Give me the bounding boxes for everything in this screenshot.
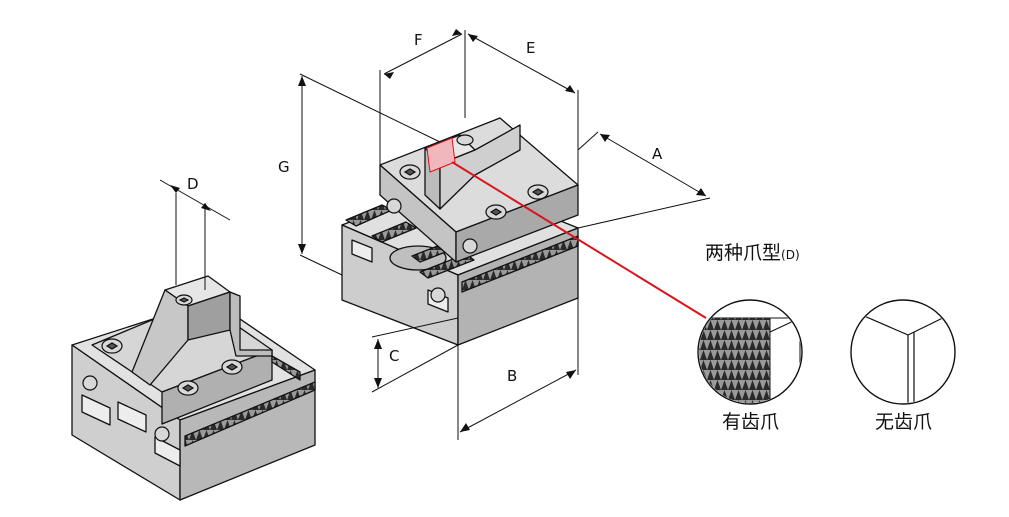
smooth-jaw-detail xyxy=(850,299,956,405)
main-vise-screws xyxy=(386,134,549,303)
dim-label-C: C xyxy=(389,347,400,365)
dim-D-arrows xyxy=(170,185,211,211)
leader-line xyxy=(451,161,707,319)
left-vise-body xyxy=(71,275,316,501)
jaw-types-title-suffix: (D) xyxy=(781,248,800,262)
dim-label-B: B xyxy=(507,367,518,385)
dim-label-F: F xyxy=(414,31,423,49)
highlight-area xyxy=(426,137,456,173)
dim-label-E: E xyxy=(526,39,536,57)
main-dimension-lines xyxy=(299,30,711,440)
jaw-types-title: 两种爪型(D) xyxy=(705,244,800,263)
main-vise-body xyxy=(341,117,579,346)
smooth-jaw-caption: 无齿爪 xyxy=(875,411,933,433)
toothed-jaw-detail xyxy=(697,299,803,405)
dim-label-D: D xyxy=(187,175,199,193)
left-vise-screws xyxy=(82,294,243,442)
dim-label-G: G xyxy=(278,158,290,176)
jaw-types-title-text: 两种爪型 xyxy=(705,242,782,264)
main-dimension-arrows xyxy=(298,29,706,432)
dim-label-A: A xyxy=(652,145,663,163)
dim-D-lines xyxy=(159,179,231,290)
toothed-jaw-caption: 有齿爪 xyxy=(722,411,780,433)
